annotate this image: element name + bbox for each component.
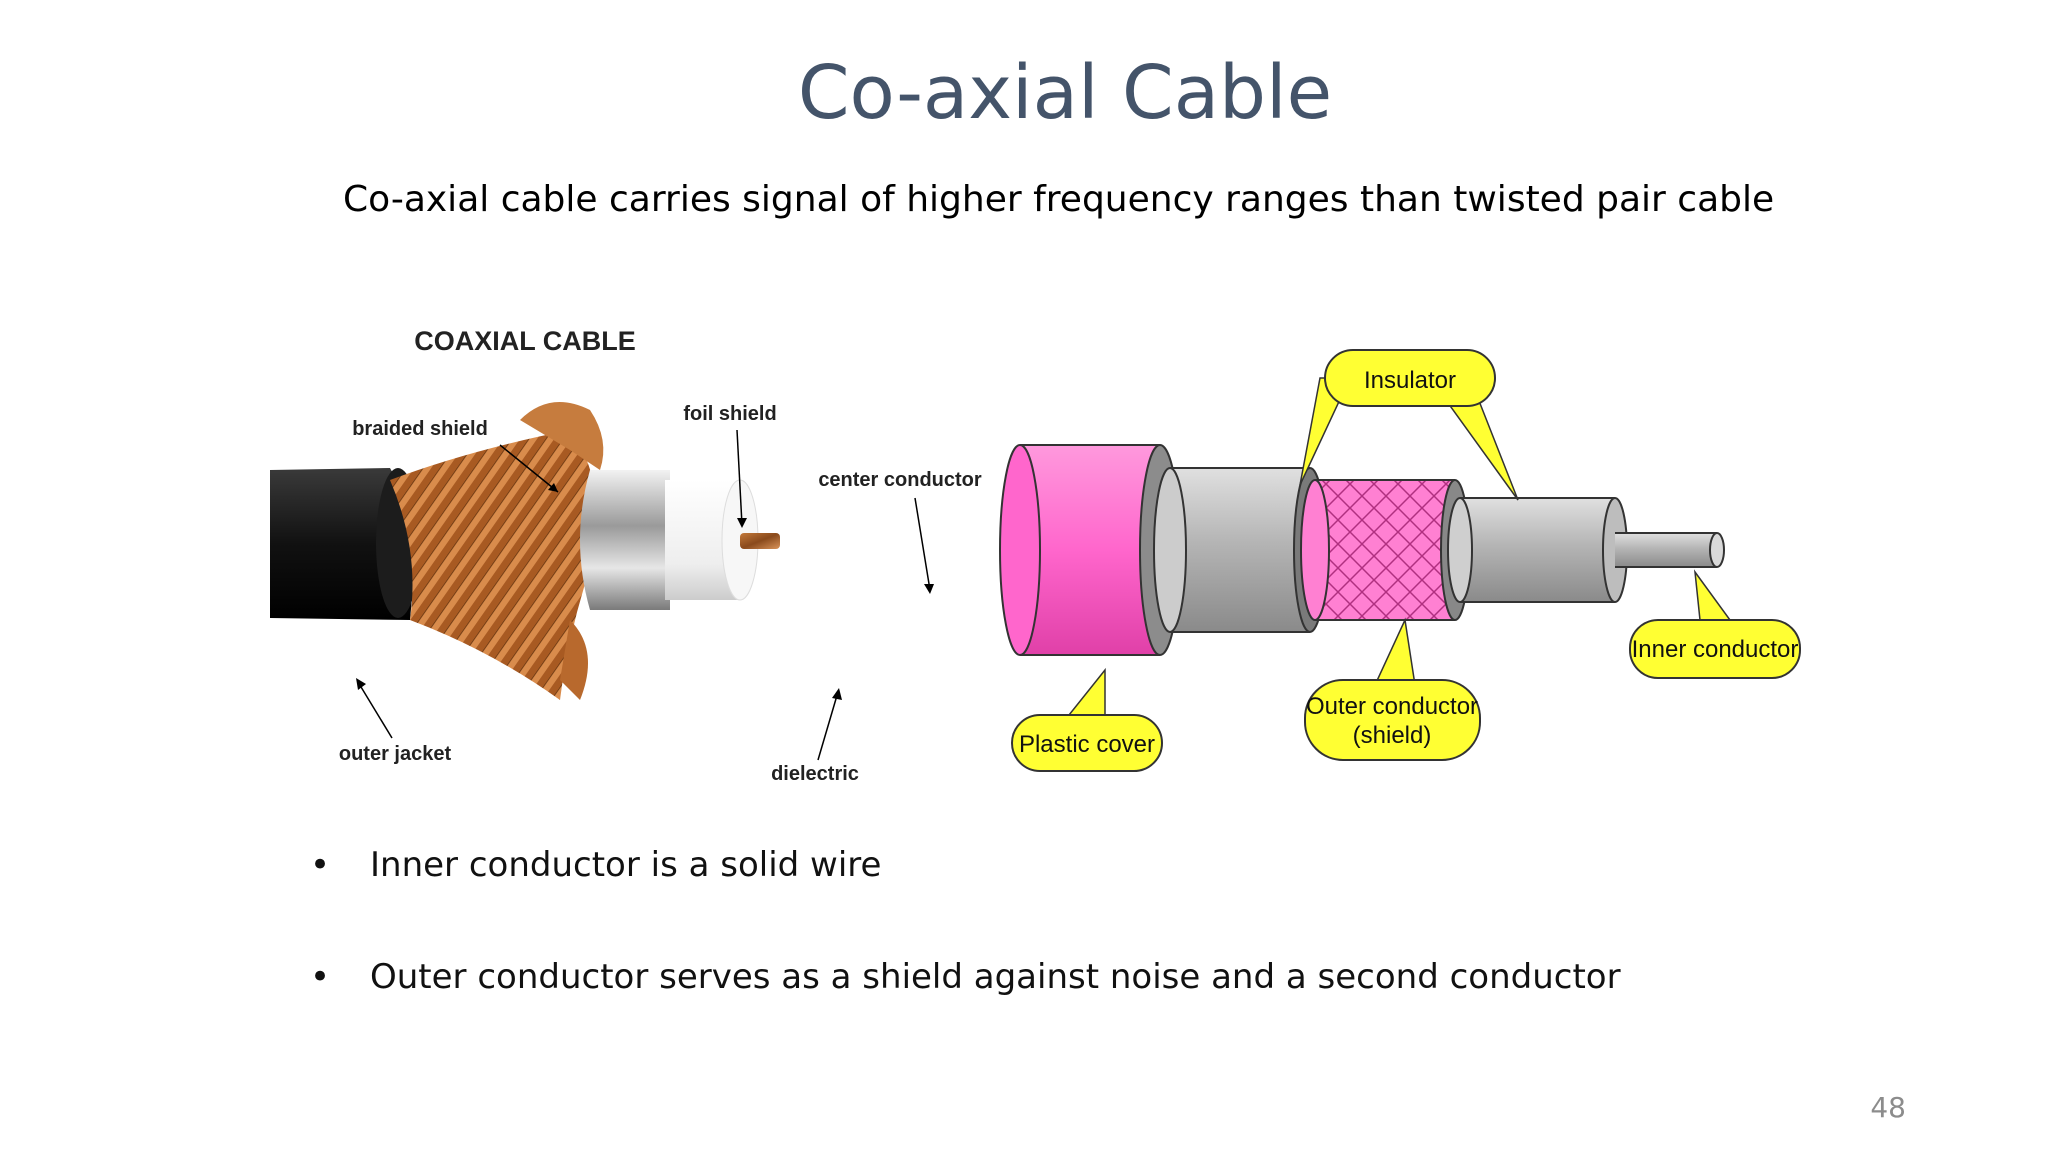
foil-shield-label: foil shield — [683, 403, 776, 425]
dielectric-label: dielectric — [771, 763, 859, 785]
insulator-callout: Insulator — [1300, 350, 1518, 500]
bullet-item: • Inner conductor is a solid wire — [310, 845, 1621, 957]
outer-jacket-label: outer jacket — [339, 743, 452, 765]
center-conductor-shape — [740, 533, 780, 549]
inner-conductor-callout: Inner conductor — [1630, 572, 1800, 678]
slide-title: Co-axial Cable — [0, 50, 2048, 136]
inner-conductor-shape — [1615, 533, 1724, 567]
bullet-text: Outer conductor serves as a shield again… — [370, 957, 1621, 997]
center-conductor-label: center conductor — [818, 469, 982, 491]
outer-conductor-label-line2: (shield) — [1353, 722, 1432, 749]
bullet-marker: • — [310, 957, 330, 997]
inner-insulator-shape — [1448, 498, 1627, 602]
bullet-list: • Inner conductor is a solid wire • Oute… — [310, 845, 1621, 1069]
outer-conductor-shape — [1301, 480, 1469, 620]
braided-shield-label: braided shield — [352, 418, 488, 440]
slide-subtitle: Co-axial cable carries signal of higher … — [343, 179, 1774, 220]
page-number: 48 — [1870, 1091, 1906, 1124]
outer-conductor-callout: Outer conductor (shield) — [1305, 620, 1480, 760]
coaxial-cable-layer-diagram: Insulator Inner conductor Outer conducto… — [990, 340, 1810, 790]
insulator-label: Insulator — [1364, 367, 1456, 394]
plastic-cover-label: Plastic cover — [1019, 731, 1155, 758]
bullet-item: • Outer conductor serves as a shield aga… — [310, 957, 1621, 1069]
braided-shield-shape — [390, 402, 603, 700]
bullet-marker: • — [310, 845, 330, 885]
bullet-text: Inner conductor is a solid wire — [370, 845, 881, 885]
outer-conductor-label-line1: Outer conductor — [1306, 693, 1478, 720]
plastic-cover-callout: Plastic cover — [1012, 670, 1162, 771]
inner-conductor-label: Inner conductor — [1632, 636, 1799, 663]
coaxial-cable-photo-diagram: COAXIAL CABLE braided shield foil shield… — [270, 320, 990, 790]
coaxial-cable-heading: COAXIAL CABLE — [414, 326, 636, 356]
foil-shield-shape — [580, 470, 670, 610]
